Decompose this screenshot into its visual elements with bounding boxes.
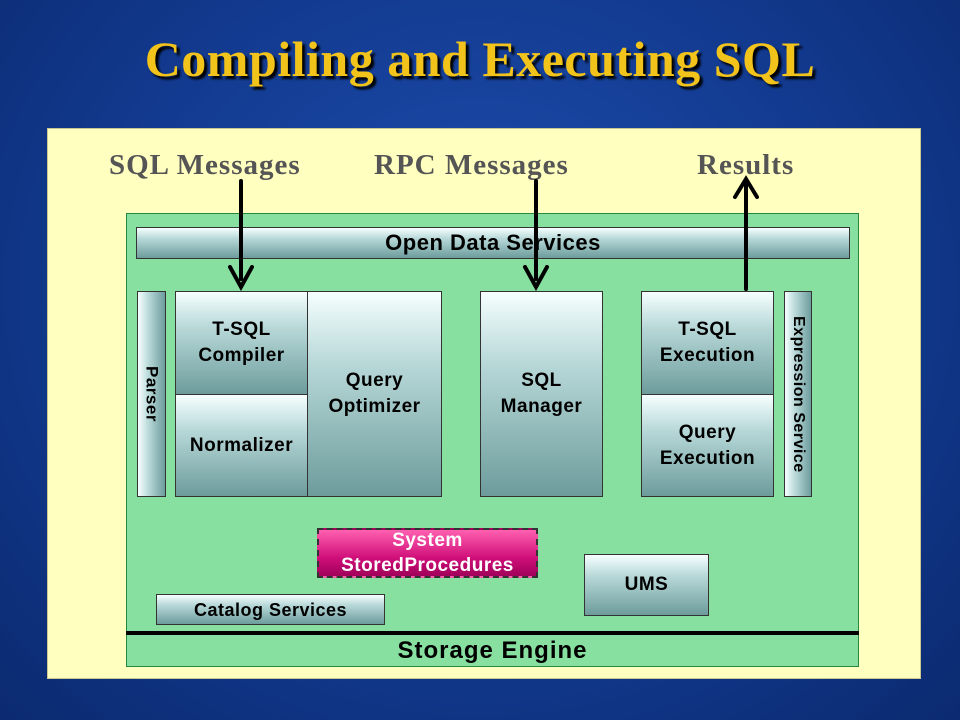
open-data-services-box: Open Data Services [136, 227, 850, 259]
tsql-compiler-line2: Compiler [198, 345, 285, 366]
sql-manager-line1: SQL [521, 370, 562, 391]
results-arrowhead [733, 175, 759, 199]
results-label: Results [697, 149, 795, 181]
parser-box: Parser [137, 291, 166, 497]
rpc-messages-arrowhead [523, 265, 549, 292]
query-execution-line1: Query [678, 421, 737, 443]
ums-box: UMS [584, 554, 709, 616]
query-optimizer-line1: Query [345, 370, 404, 391]
query-optimizer-line2: Optimizer [328, 396, 421, 417]
sql-manager-line2: Manager [500, 396, 583, 417]
tsql-compiler-line1: T-SQL [212, 319, 271, 340]
query-execution-line2: Execution [659, 447, 756, 469]
expression-service-box: Expression Service [784, 291, 812, 497]
tsql-execution-line2: Execution [659, 345, 756, 366]
system-stored-procedures-line1: System Stored [341, 530, 463, 576]
slide-title: Compiling and Executing SQL [144, 31, 816, 87]
tsql-execution-line1: T-SQL [678, 319, 737, 340]
catalog-services-box: Catalog Services [156, 594, 385, 625]
system-stored-procedures-box: System StoredProcedures [317, 528, 538, 578]
parser-label: Parser [142, 366, 162, 422]
sql-manager-box: SQL Manager [480, 291, 603, 497]
sql-messages-label: SQL Messages [109, 149, 301, 181]
storage-engine-divider [126, 631, 859, 635]
storage-engine-label: Storage Engine [397, 637, 588, 664]
flow-arrows [228, 175, 759, 292]
system-stored-procedures-line2: Procedures [404, 555, 514, 576]
expression-service-label: Expression Service [790, 315, 807, 473]
tsql-execution-box: T-SQL Execution [641, 291, 774, 395]
sql-messages-arrowhead [228, 265, 254, 292]
rpc-messages-label: RPC Messages [374, 149, 569, 181]
architecture-diagram: SQL Messages RPC Messages Results Open D… [47, 128, 921, 679]
